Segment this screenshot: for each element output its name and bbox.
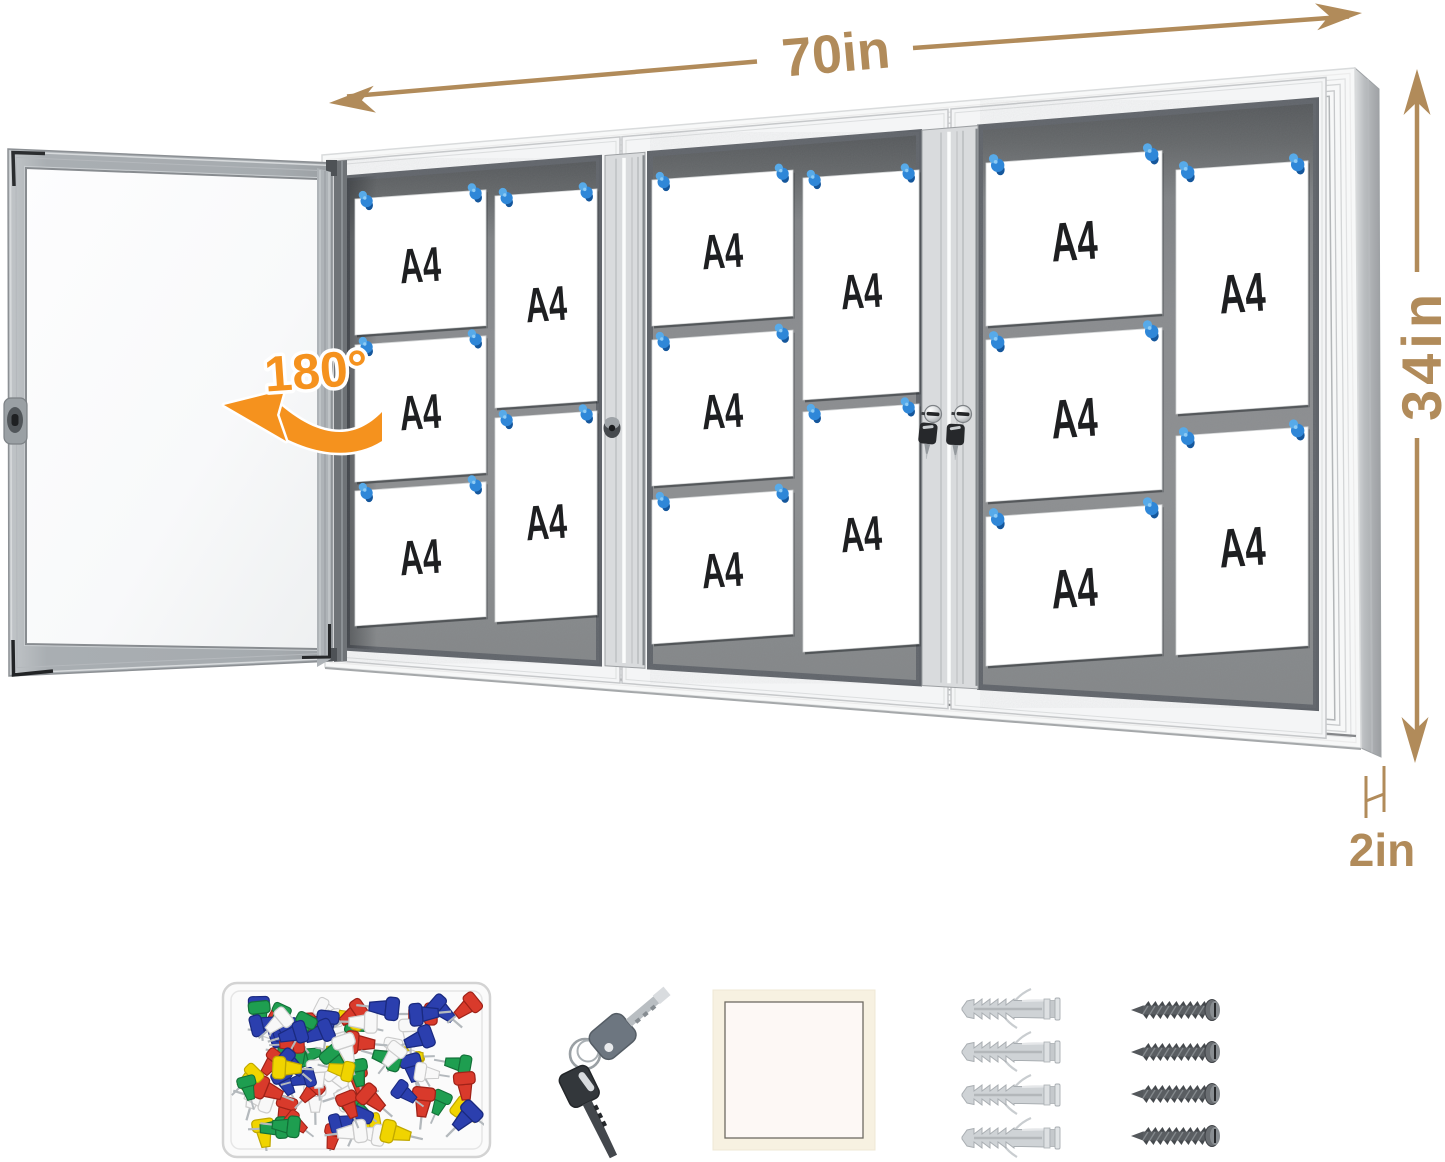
svg-text:180°: 180° [262,339,369,402]
svg-text:A4: A4 [1049,209,1100,273]
svg-text:A4: A4 [398,236,443,294]
svg-text:34in: 34in [1390,289,1445,421]
svg-text:A4: A4 [398,528,443,586]
svg-text:70in: 70in [779,19,892,88]
svg-text:A4: A4 [839,505,884,563]
svg-text:2in: 2in [1349,824,1415,876]
svg-text:A4: A4 [700,541,745,599]
svg-text:A4: A4 [1217,261,1268,325]
svg-text:A4: A4 [839,262,884,320]
svg-text:A4: A4 [1049,386,1100,450]
svg-text:A4: A4 [1217,515,1268,579]
svg-text:A4: A4 [700,222,745,280]
svg-text:A4: A4 [398,383,443,441]
svg-text:A4: A4 [524,493,569,551]
svg-text:A4: A4 [524,275,569,333]
svg-text:A4: A4 [700,382,745,440]
svg-text:A4: A4 [1049,556,1100,620]
